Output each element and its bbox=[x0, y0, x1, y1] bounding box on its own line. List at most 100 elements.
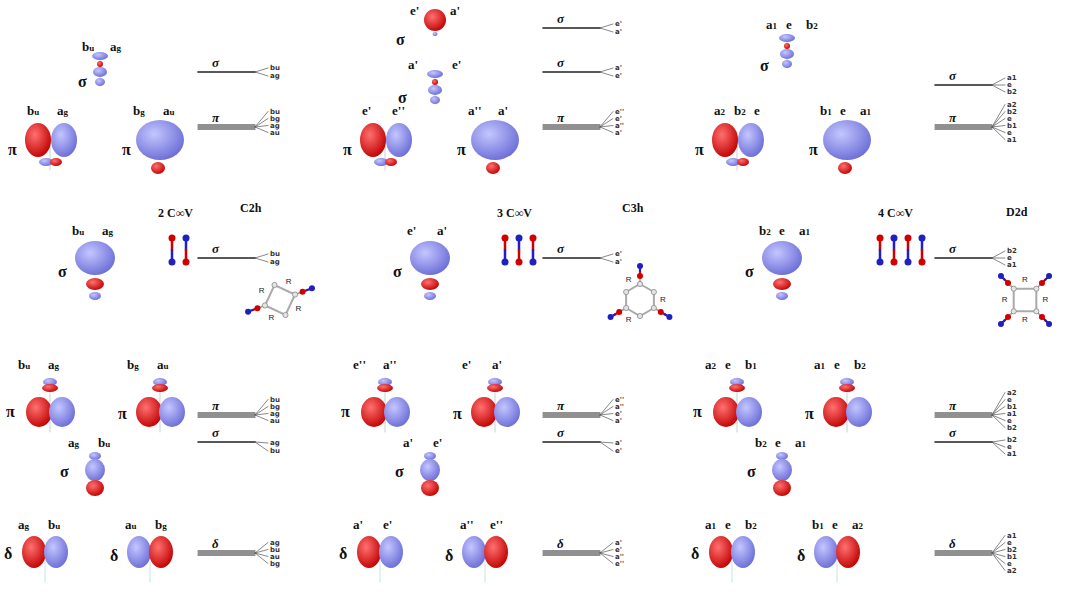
fan-label: e bbox=[1007, 115, 1012, 122]
correlation-line bbox=[992, 112, 1005, 128]
correlation-line bbox=[600, 28, 613, 32]
orbital-lobe bbox=[85, 459, 105, 481]
level-line bbox=[543, 128, 600, 129]
symmetry-label: a' bbox=[492, 358, 502, 371]
atom-dot bbox=[272, 282, 277, 287]
orbital-lobe bbox=[428, 85, 442, 95]
symmetry-label: b2 bbox=[755, 436, 767, 449]
level-line bbox=[543, 71, 600, 73]
level-line bbox=[198, 124, 255, 125]
orbital-lobe bbox=[430, 96, 440, 104]
atom-dot bbox=[608, 314, 614, 320]
level-line bbox=[935, 124, 992, 125]
orbital-lobe bbox=[424, 452, 436, 460]
orbital-lobe bbox=[151, 162, 165, 174]
orbital-lobe bbox=[838, 162, 852, 174]
substituent-label: R bbox=[1002, 296, 1008, 304]
orbital-lobe bbox=[360, 123, 386, 157]
correlation-line bbox=[992, 400, 1005, 416]
atom-dot bbox=[254, 305, 260, 311]
fan-label: e' bbox=[615, 21, 622, 28]
symmetry-label: e'' bbox=[392, 104, 405, 117]
orbital-type-label: σ bbox=[58, 264, 67, 280]
orbital-lobe bbox=[427, 70, 443, 78]
correlation-line bbox=[255, 127, 268, 133]
symmetry-label: bu bbox=[82, 40, 94, 53]
symmetry-label: b1 bbox=[745, 358, 757, 371]
orbital-lobe bbox=[44, 536, 68, 568]
fan-label: e bbox=[1007, 444, 1012, 451]
atom-dot bbox=[262, 303, 267, 308]
correlation-line bbox=[992, 442, 1005, 447]
level-label: σ bbox=[557, 12, 564, 25]
orbital-lobe bbox=[49, 397, 75, 427]
level-line bbox=[935, 416, 992, 417]
symmetry-label: bu bbox=[72, 224, 84, 237]
substituent-label: R bbox=[626, 316, 632, 324]
level-label: δ bbox=[557, 537, 564, 550]
orbital-lobe bbox=[410, 241, 450, 275]
level-line bbox=[198, 414, 255, 415]
correlation-line bbox=[992, 126, 1005, 128]
substituent-label: R bbox=[296, 305, 302, 313]
orbital-lobe bbox=[26, 397, 52, 427]
orbital-lobe bbox=[736, 397, 762, 427]
fan-label: b2 bbox=[1007, 546, 1017, 553]
orbital-lobe bbox=[159, 397, 185, 427]
atom-dot bbox=[637, 263, 643, 269]
fan-label: au bbox=[270, 553, 280, 560]
orbital-lobe bbox=[731, 536, 755, 568]
fan-label: b2 bbox=[1007, 108, 1017, 115]
orbital-lobe bbox=[839, 384, 855, 392]
fan-label: b2 bbox=[1007, 424, 1017, 431]
symmetry-label: a'' bbox=[460, 518, 474, 531]
symmetry-label: b1 bbox=[812, 518, 824, 531]
correlation-line bbox=[255, 400, 268, 416]
atom-dot bbox=[1039, 280, 1045, 286]
orbital-lobe bbox=[89, 292, 101, 300]
level-line bbox=[935, 552, 992, 553]
level-label: σ bbox=[949, 426, 956, 439]
orbital-lobe bbox=[95, 78, 105, 86]
fan-label: a1 bbox=[1007, 136, 1017, 143]
level-line bbox=[935, 84, 992, 86]
orbital-lobe bbox=[846, 397, 872, 427]
symmetry-label: b2 bbox=[806, 18, 818, 31]
orbital-lobe bbox=[814, 536, 838, 568]
atom-dot bbox=[919, 235, 926, 242]
symmetry-label: e bbox=[834, 358, 840, 371]
fan-label: a1 bbox=[1007, 451, 1017, 458]
level-line bbox=[543, 414, 600, 415]
symmetry-label: bu bbox=[18, 358, 30, 371]
symmetry-label: e bbox=[832, 518, 838, 531]
level-label: π bbox=[949, 111, 956, 124]
molecule-label: 3 C∞V bbox=[497, 207, 532, 219]
molecule-label: 4 C∞V bbox=[878, 207, 913, 219]
correlation-line bbox=[992, 119, 1005, 128]
fan-label: a1 bbox=[1007, 262, 1017, 269]
fan-label: e'' bbox=[615, 396, 624, 403]
correlation-line bbox=[992, 127, 1005, 133]
orbital-lobe bbox=[51, 123, 77, 157]
orbital-type-label: π bbox=[453, 406, 462, 422]
correlation-line bbox=[992, 78, 1005, 85]
substituent-label: R bbox=[1022, 276, 1028, 284]
correlation-line bbox=[255, 442, 268, 443]
level-label: π bbox=[557, 111, 564, 124]
fan-label: bu bbox=[270, 546, 280, 553]
orbital-lobe bbox=[152, 384, 168, 392]
level-label: σ bbox=[212, 242, 219, 255]
symmetry-label: a1 bbox=[705, 518, 716, 531]
orbital-type-label: π bbox=[693, 404, 702, 420]
fan-label: e' bbox=[615, 546, 622, 553]
atom-dot bbox=[183, 259, 190, 266]
fan-label: e' bbox=[615, 448, 622, 455]
correlation-line bbox=[255, 68, 268, 72]
symmetry-label: ag bbox=[18, 518, 29, 531]
atom-dot bbox=[877, 235, 884, 242]
correlation-line bbox=[255, 550, 268, 554]
orbital-lobe bbox=[127, 536, 151, 568]
fan-label: b2 bbox=[1007, 89, 1017, 96]
atom-dot bbox=[300, 289, 306, 295]
orbital-lobe bbox=[86, 278, 104, 290]
